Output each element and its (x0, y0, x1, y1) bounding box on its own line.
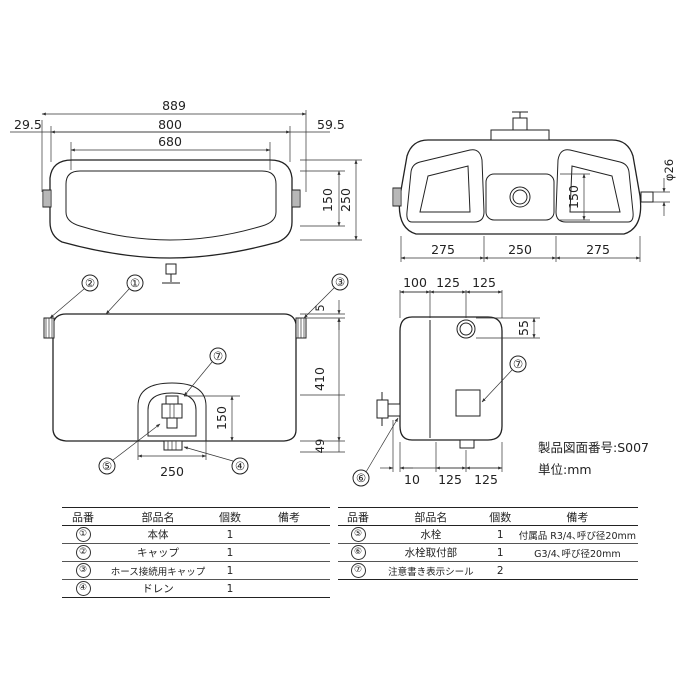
dim-125-d: 125 (474, 472, 498, 487)
part-no: ① (62, 525, 104, 544)
dim-150-top: 150 (320, 188, 335, 212)
parts-table-left: 品番 部品名 個数 備考 ① 本体 1 ② キャップ 1 ③ ホース接続用キャッ… (62, 507, 330, 598)
dim-59-5: 59.5 (317, 117, 345, 132)
part-no: ④ (62, 579, 104, 598)
parts-table-right: 品番 部品名 個数 備考 ⑤ 水栓 1 付属品 R3/4､呼び径20mm ⑥ 水… (338, 507, 638, 580)
part-remarks (248, 525, 330, 544)
dim-680: 680 (158, 134, 182, 149)
table-row: ③ ホース接続用キャップ 1 (62, 561, 330, 580)
part-name: ドレン (104, 579, 212, 598)
dim-275-right: 275 (586, 242, 610, 257)
front-view: ⑦ ② ① ③ ⑤ ④ 5 410 49 150 (43, 273, 349, 479)
callout-1: ① (130, 276, 140, 290)
part-remarks: 付属品 R3/4､呼び径20mm (516, 525, 638, 544)
dim-5: 5 (313, 304, 327, 311)
header-part-name: 部品名 (378, 507, 484, 526)
top-view: 889 29.5 800 59.5 680 150 250 (10, 98, 362, 284)
dim-889: 889 (162, 98, 186, 113)
dim-800: 800 (158, 117, 182, 132)
top-view-right: φ26 150 275 250 275 (392, 111, 676, 262)
dim-125-c: 125 (438, 472, 462, 487)
part-no: ⑦ (338, 561, 379, 580)
table-header-row: 品番 部品名 個数 備考 (338, 507, 638, 526)
part-remarks (516, 561, 638, 580)
callout-4: ④ (235, 459, 245, 473)
part-qty: 1 (483, 543, 517, 562)
dim-100: 100 (403, 275, 427, 290)
side-view: 100 125 125 55 ⑦ ⑥ (352, 275, 540, 487)
dim-150-right: 150 (566, 185, 581, 209)
part-remarks: G3/4､呼び径20mm (516, 543, 638, 562)
table-header-row: 品番 部品名 個数 備考 (62, 507, 330, 526)
table-row: ④ ドレン 1 (62, 579, 330, 598)
dim-150-tap: 150 (214, 406, 229, 430)
callout-2: ② (85, 276, 95, 290)
dim-250-drain: 250 (160, 464, 184, 479)
header-part-no: 品番 (338, 507, 379, 526)
part-remarks (248, 561, 330, 580)
part-qty: 1 (212, 543, 248, 562)
callout-7-front: ⑦ (213, 349, 223, 363)
part-name: 水栓 (378, 525, 484, 544)
part-name: 本体 (104, 525, 212, 544)
dim-49: 49 (313, 439, 327, 454)
part-qty: 1 (212, 525, 248, 544)
part-remarks (248, 579, 330, 598)
header-remarks: 備考 (516, 507, 638, 526)
callout-3: ③ (335, 275, 345, 289)
dim-250-top: 250 (338, 188, 353, 212)
dim-10: 10 (404, 472, 420, 487)
dim-250-mid: 250 (508, 242, 532, 257)
header-qty: 個数 (212, 507, 248, 526)
callout-5: ⑤ (102, 459, 112, 473)
part-name: 水栓取付部 (378, 543, 484, 562)
dim-125-b: 125 (472, 275, 496, 290)
dim-55: 55 (516, 320, 531, 336)
part-qty: 1 (483, 525, 517, 544)
dim-275-left: 275 (431, 242, 455, 257)
drawing-number: 製品図面番号:S007 (538, 440, 649, 455)
part-qty: 1 (212, 561, 248, 580)
part-name: キャップ (104, 543, 212, 562)
table-row: ② キャップ 1 (62, 543, 330, 562)
table-row: ⑤ 水栓 1 付属品 R3/4､呼び径20mm (338, 525, 638, 544)
callout-6: ⑥ (356, 471, 366, 485)
part-no: ⑥ (338, 543, 379, 562)
unit-label: 単位:mm (538, 462, 592, 477)
table-row: ⑥ 水栓取付部 1 G3/4､呼び径20mm (338, 543, 638, 562)
header-part-no: 品番 (62, 507, 104, 526)
part-name: 注意書き表示シール (378, 561, 484, 580)
header-part-name: 部品名 (104, 507, 212, 526)
part-qty: 2 (483, 561, 517, 580)
table-row: ⑦ 注意書き表示シール 2 (338, 561, 638, 580)
part-remarks (248, 543, 330, 562)
header-remarks: 備考 (248, 507, 330, 526)
part-qty: 1 (212, 579, 248, 598)
part-name: ホース接続用キャップ (104, 561, 212, 580)
part-no: ② (62, 543, 104, 562)
part-no: ⑤ (338, 525, 379, 544)
dim-410: 410 (312, 367, 327, 391)
dim-29-5: 29.5 (14, 117, 42, 132)
dim-phi26: φ26 (662, 159, 676, 181)
header-qty: 個数 (483, 507, 517, 526)
dim-125-a: 125 (436, 275, 460, 290)
part-no: ③ (62, 561, 104, 580)
table-row: ① 本体 1 (62, 525, 330, 544)
callout-7-side: ⑦ (513, 357, 523, 371)
